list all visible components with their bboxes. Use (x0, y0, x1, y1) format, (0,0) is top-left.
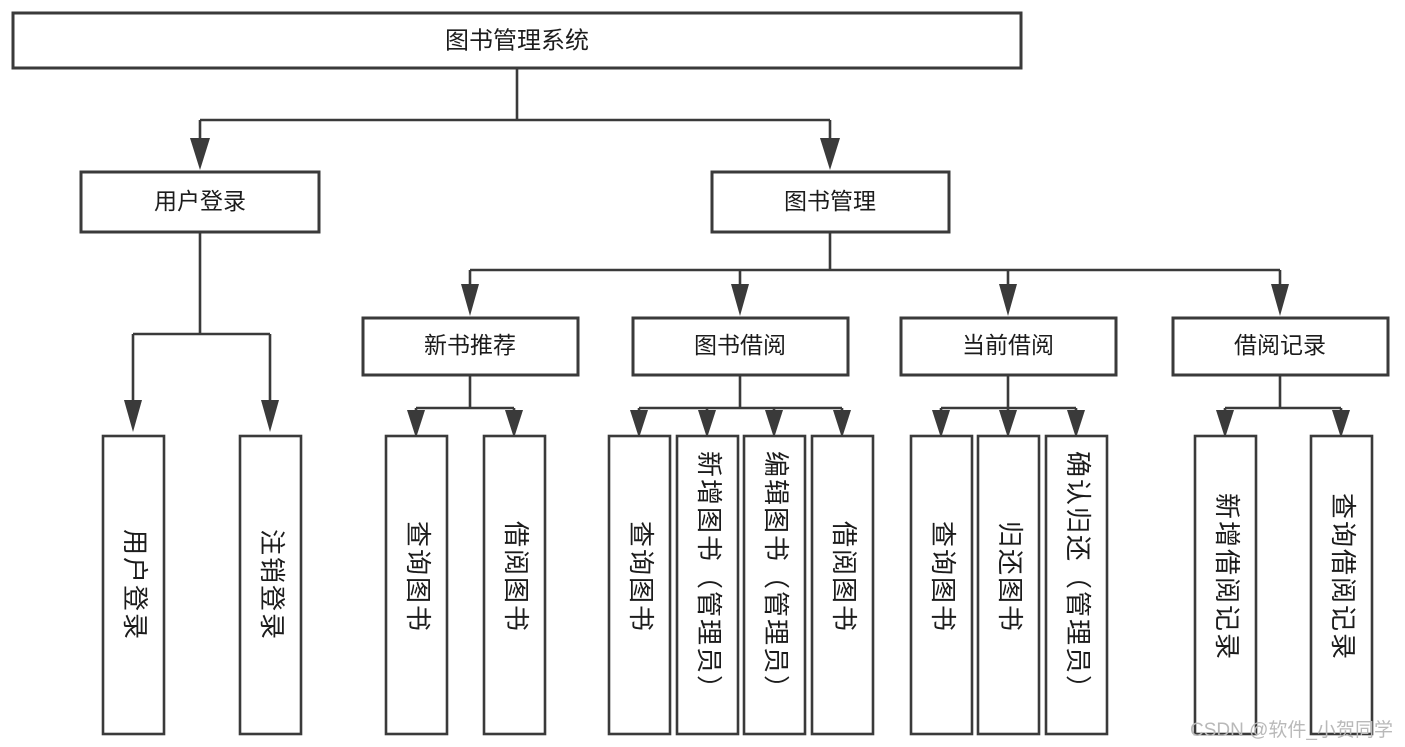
node-leaf-user-login-label: 用户登录 (120, 529, 150, 641)
arrowhead-leaf-edit-book (765, 410, 783, 438)
node-leaf-borrow-book-2-label: 借阅图书 (829, 521, 859, 633)
node-new-book-rec-label: 新书推荐 (424, 332, 516, 358)
node-book-manage-box[interactable] (710, 170, 951, 234)
node-leaf-borrow-book-2[interactable]: 借阅图书 (810, 434, 875, 736)
arrowhead-current-borrow (999, 284, 1017, 316)
node-user-login[interactable]: 用户登录 (79, 170, 321, 234)
node-user-login-box[interactable] (79, 170, 321, 234)
node-leaf-query-book-1-label: 查询图书 (403, 521, 433, 633)
node-borrow-record-label: 借阅记录 (1234, 332, 1326, 358)
node-new-book-rec-box[interactable] (361, 316, 580, 377)
node-book-manage[interactable]: 图书管理 (710, 170, 951, 234)
node-leaf-query-book-3-label: 查询图书 (928, 521, 958, 633)
node-new-book-rec[interactable]: 新书推荐 (361, 316, 580, 377)
watermark-text: CSDN @软件_小贺同学 (1190, 719, 1393, 741)
node-leaf-confirm-return-box[interactable] (1044, 434, 1109, 736)
node-leaf-add-book-label: 新增图书（管理员） (694, 451, 724, 703)
arrowhead-book-borrow (731, 284, 749, 316)
node-borrow-record-box[interactable] (1171, 316, 1390, 377)
node-book-borrow[interactable]: 图书借阅 (631, 316, 850, 377)
node-leaf-user-logout-label: 注销登录 (257, 529, 287, 641)
node-leaf-add-record-box[interactable] (1193, 434, 1258, 736)
arrowhead-book-manage (820, 138, 840, 170)
node-leaf-query-record[interactable]: 查询借阅记录 (1309, 434, 1374, 736)
node-leaf-borrow-book-2-box[interactable] (810, 434, 875, 736)
node-root-box[interactable] (11, 11, 1023, 70)
node-leaf-add-book-box[interactable] (675, 434, 740, 736)
node-leaf-query-book-2-label: 查询图书 (626, 521, 656, 633)
arrowhead-leaf-user-login (124, 400, 142, 432)
node-user-login-label: 用户登录 (154, 188, 246, 214)
node-book-borrow-box[interactable] (631, 316, 850, 377)
node-leaf-query-book-1-box[interactable] (384, 434, 449, 736)
connector-layer (124, 68, 1350, 438)
arrowhead-leaf-query-book-3 (932, 410, 950, 438)
node-leaf-query-record-label: 查询借阅记录 (1328, 493, 1358, 661)
node-leaf-borrow-book-1[interactable]: 借阅图书 (482, 434, 547, 736)
node-leaf-add-book[interactable]: 新增图书（管理员） (675, 434, 740, 736)
node-leaf-query-book-2-box[interactable] (607, 434, 672, 736)
node-current-borrow-box[interactable] (899, 316, 1118, 377)
arrowhead-leaf-borrow-book-1 (505, 410, 523, 438)
arrowhead-leaf-add-record (1216, 410, 1234, 438)
node-root-label: 图书管理系统 (445, 27, 589, 54)
node-book-manage-label: 图书管理 (784, 188, 876, 214)
node-leaf-borrow-book-1-box[interactable] (482, 434, 547, 736)
node-leaf-add-record[interactable]: 新增借阅记录 (1193, 434, 1258, 736)
node-leaf-add-record-label: 新增借阅记录 (1212, 493, 1242, 661)
node-current-borrow-label: 当前借阅 (962, 332, 1054, 358)
node-leaf-return-book[interactable]: 归还图书 (976, 434, 1041, 736)
node-borrow-record[interactable]: 借阅记录 (1171, 316, 1390, 377)
arrowhead-leaf-confirm-return (1067, 410, 1085, 438)
arrowhead-new-book-rec (461, 284, 479, 316)
node-leaf-confirm-return-label: 确认归还（管理员） (1063, 451, 1093, 703)
node-leaf-query-record-box[interactable] (1309, 434, 1374, 736)
node-current-borrow[interactable]: 当前借阅 (899, 316, 1118, 377)
node-leaf-edit-book[interactable]: 编辑图书（管理员） (742, 434, 807, 736)
node-leaf-user-login-box[interactable] (101, 434, 166, 736)
arrowhead-leaf-borrow-book-2 (833, 410, 851, 438)
node-leaf-query-book-1[interactable]: 查询图书 (384, 434, 449, 736)
arrowhead-leaf-return-book (999, 410, 1017, 438)
node-leaf-return-book-label: 归还图书 (995, 521, 1025, 633)
node-leaf-query-book-3[interactable]: 查询图书 (909, 434, 974, 736)
node-leaf-edit-book-label: 编辑图书（管理员） (761, 451, 791, 703)
arrowhead-leaf-user-logout (261, 400, 279, 432)
arrowhead-leaf-query-record (1332, 410, 1350, 438)
arrowhead-leaf-query-book-1 (407, 410, 425, 438)
node-leaf-query-book-2[interactable]: 查询图书 (607, 434, 672, 736)
node-leaf-confirm-return[interactable]: 确认归还（管理员） (1044, 434, 1109, 736)
node-root[interactable]: 图书管理系统 (11, 11, 1023, 70)
arrowhead-leaf-add-book (698, 410, 716, 438)
node-book-borrow-label: 图书借阅 (694, 332, 786, 358)
arrowhead-user-login (190, 138, 210, 170)
arrowhead-borrow-record (1271, 284, 1289, 316)
node-leaf-return-book-box[interactable] (976, 434, 1041, 736)
node-leaf-user-logout[interactable]: 注销登录 (238, 434, 303, 736)
arrowhead-leaf-query-book-2 (630, 410, 648, 438)
node-leaf-user-logout-box[interactable] (238, 434, 303, 736)
node-leaf-user-login[interactable]: 用户登录 (101, 434, 166, 736)
node-leaf-borrow-book-1-label: 借阅图书 (501, 521, 531, 633)
node-leaf-query-book-3-box[interactable] (909, 434, 974, 736)
node-leaf-edit-book-box[interactable] (742, 434, 807, 736)
